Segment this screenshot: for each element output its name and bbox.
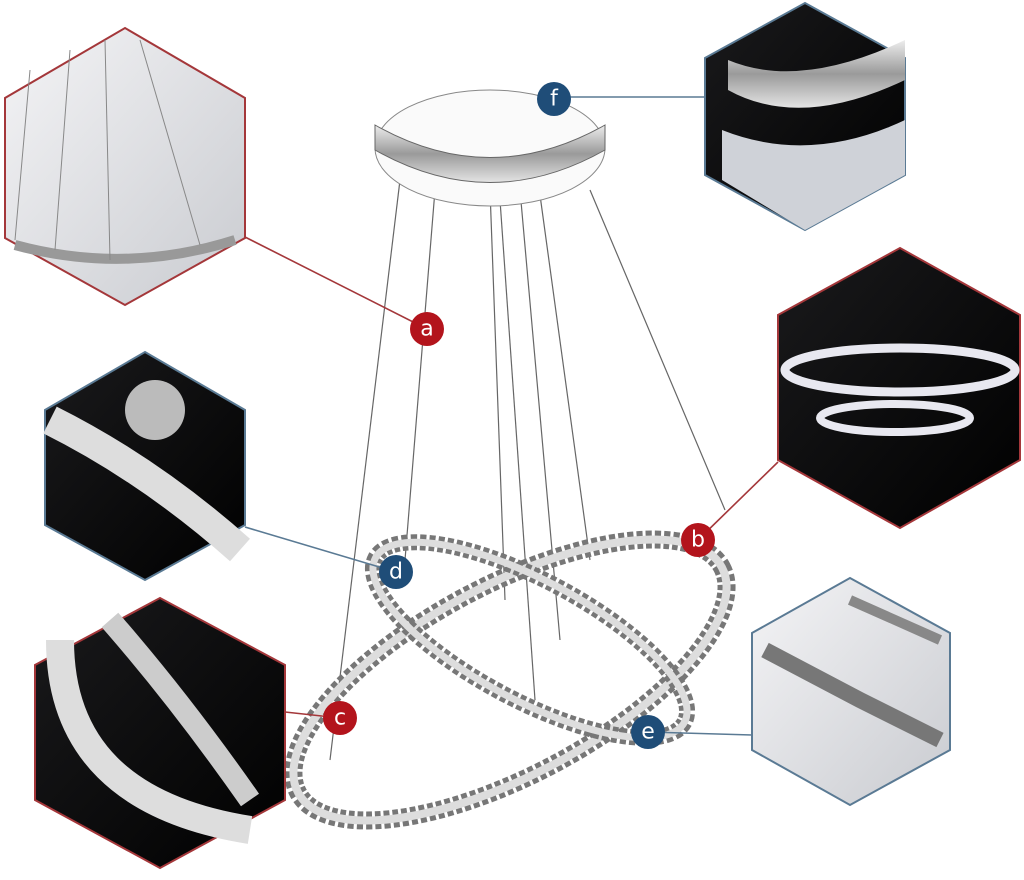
crystal-ring-large xyxy=(284,530,736,830)
leader-line-b xyxy=(697,461,779,541)
detail-image-e xyxy=(751,576,951,807)
detail-image-c xyxy=(34,596,286,870)
callout-label-f: f xyxy=(550,87,559,112)
callout-label-b: b xyxy=(691,528,705,553)
leader-line-e xyxy=(647,731,753,736)
callout-c: c xyxy=(323,701,357,735)
callout-d: d xyxy=(379,555,413,589)
callout-label-e: e xyxy=(641,720,655,745)
leader-line-a xyxy=(244,236,428,330)
callout-a: a xyxy=(410,312,444,346)
callout-b: b xyxy=(681,523,715,557)
callout-label-a: a xyxy=(420,317,433,342)
callout-label-c: c xyxy=(334,706,346,731)
leader-lines xyxy=(244,96,779,736)
detail-image-d xyxy=(43,350,250,582)
callout-e: e xyxy=(631,715,665,749)
detail-image-a xyxy=(4,26,246,307)
detail-image-b xyxy=(777,246,1021,530)
ceiling-canopy xyxy=(374,89,606,207)
leader-line-d xyxy=(244,526,397,573)
suspension-wires xyxy=(329,179,726,761)
callout-f: f xyxy=(537,82,571,116)
callout-label-d: d xyxy=(389,560,403,585)
detail-image-f xyxy=(704,1,906,232)
crystal-ring-small xyxy=(364,534,696,746)
chandelier xyxy=(284,89,736,830)
